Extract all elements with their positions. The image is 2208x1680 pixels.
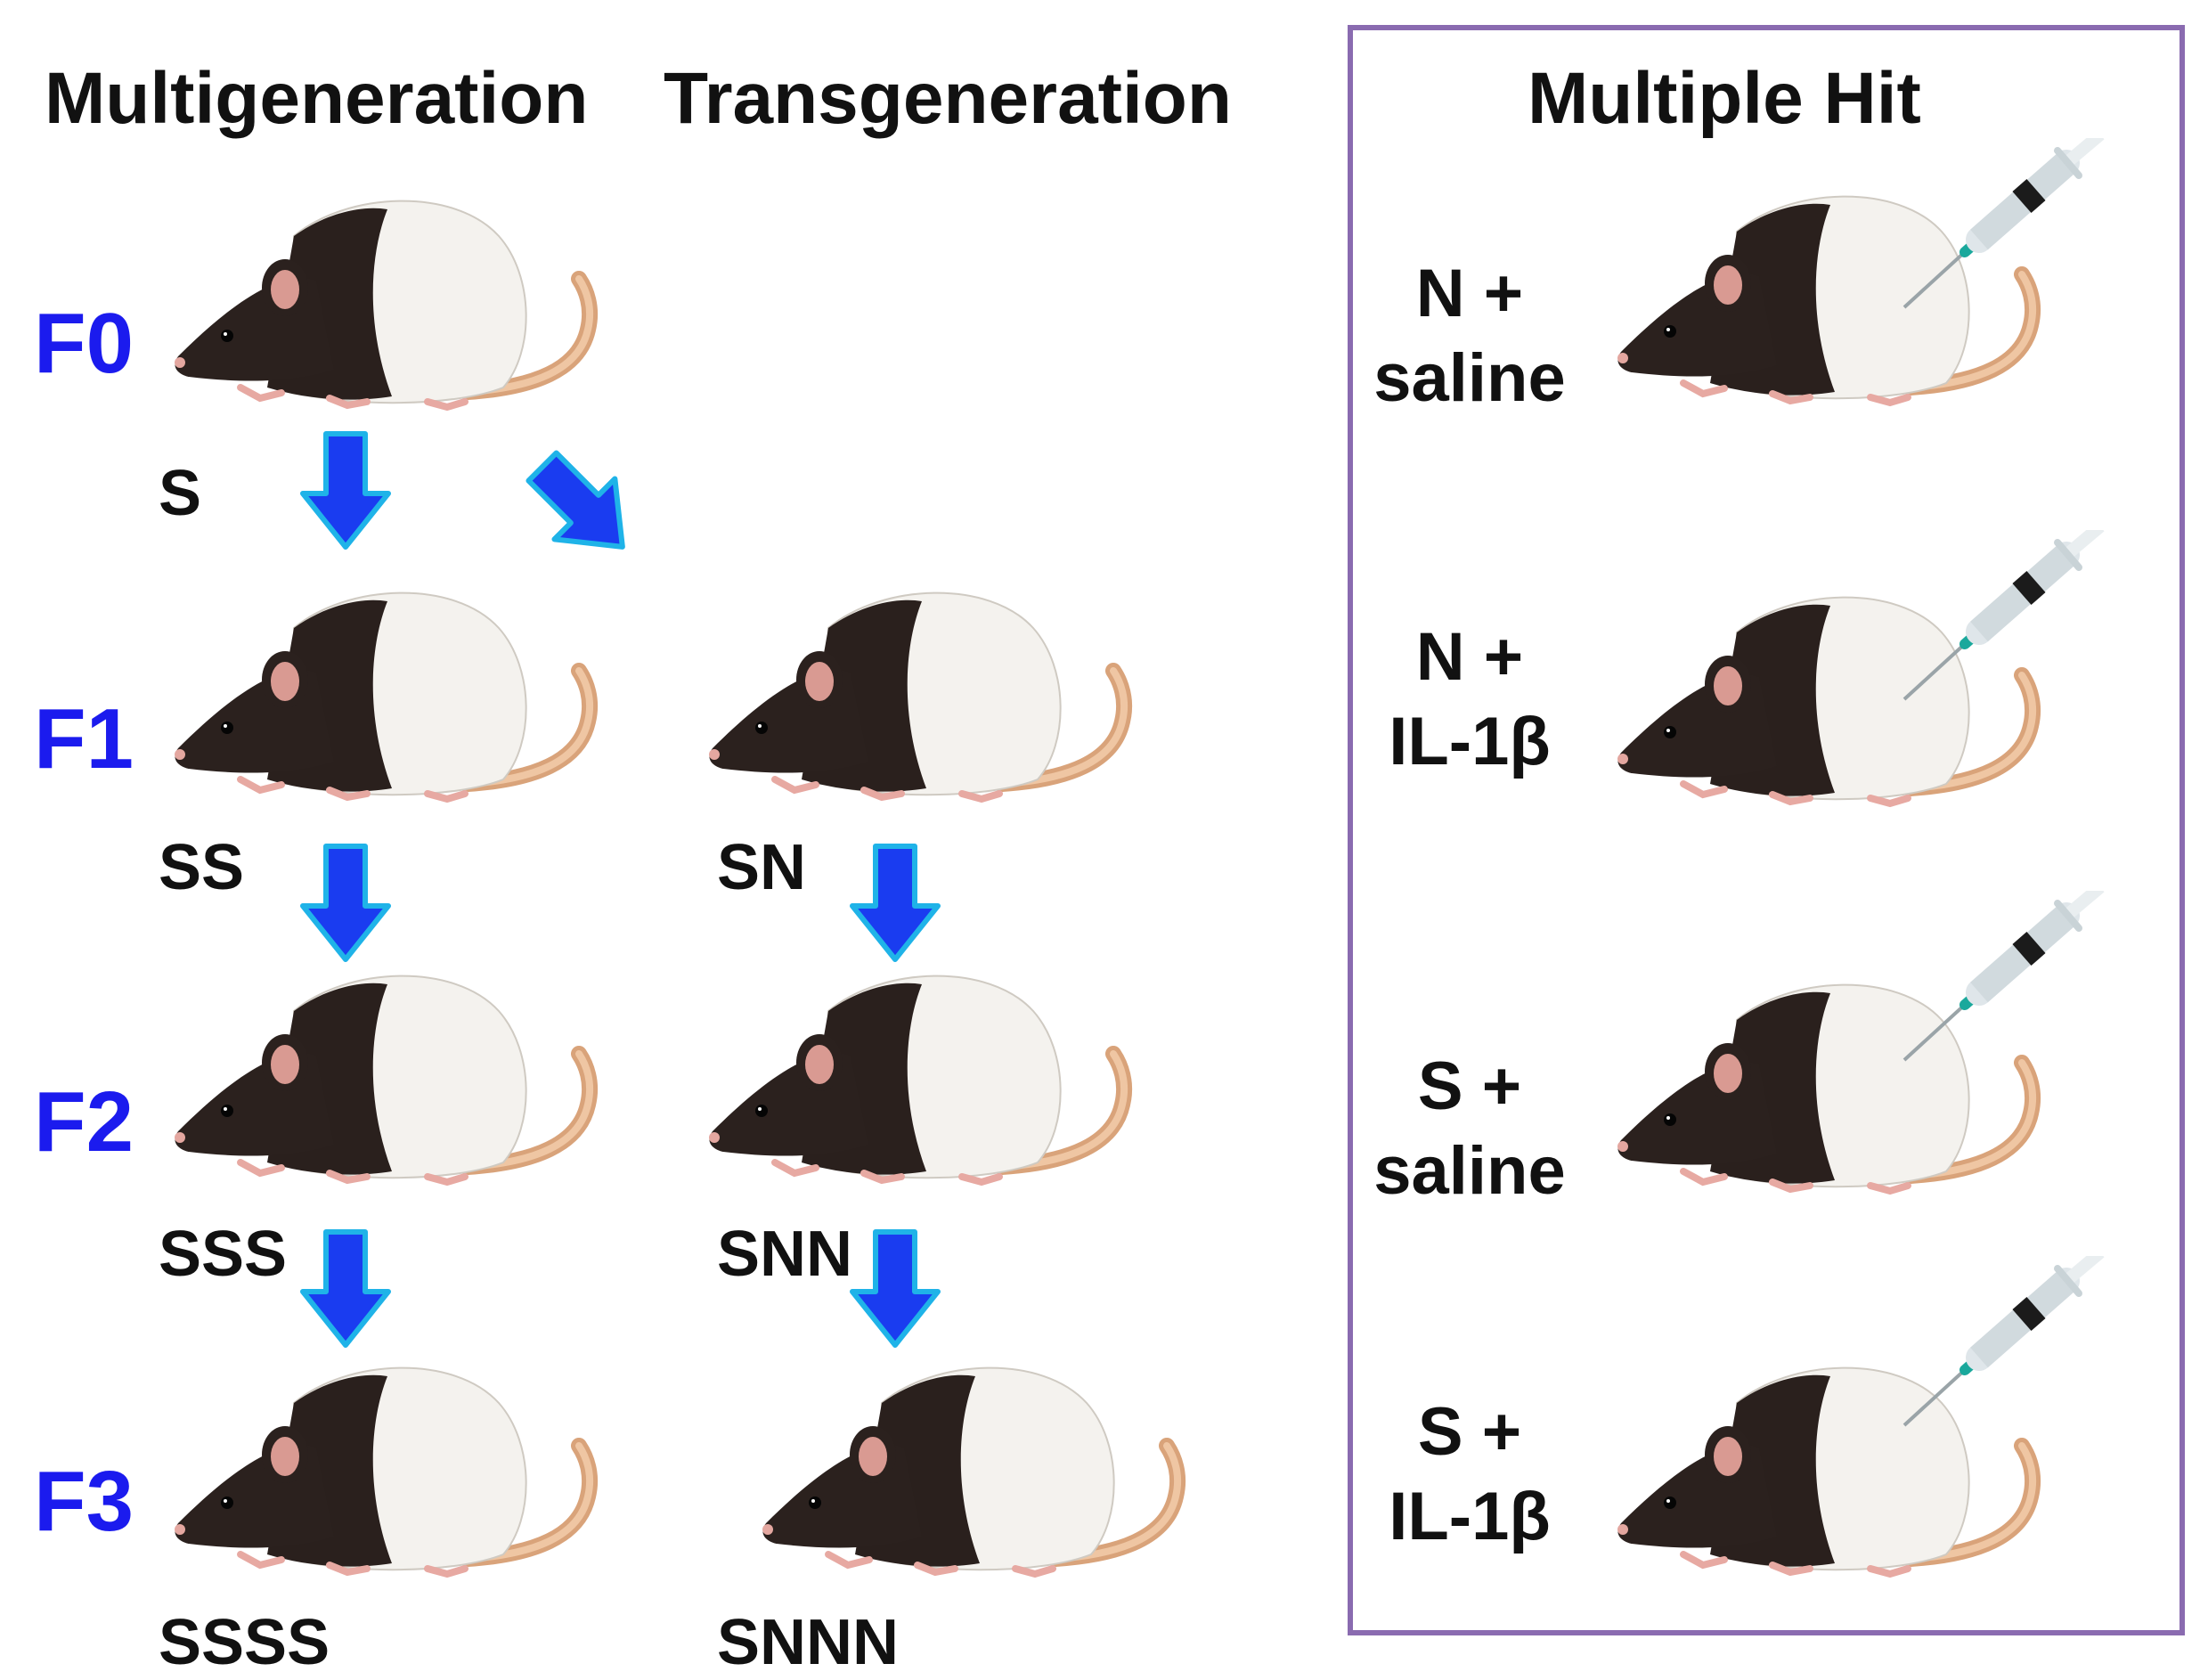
rat-icon (160, 174, 606, 441)
generation-label-f2: F2 (34, 1074, 134, 1170)
arrow-down-icon (297, 842, 395, 966)
code-label-snn: SNN (717, 1219, 853, 1290)
multigeneration-heading: Multigeneration (45, 58, 589, 139)
code-label-sn: SN (717, 832, 807, 903)
arrow-down-icon (297, 1227, 395, 1352)
code-label-ss: SS (159, 832, 245, 903)
generation-label-f0: F0 (34, 296, 134, 391)
multiple-hit-heading: Multiple Hit (1528, 58, 1921, 139)
rat-icon (160, 949, 606, 1216)
arrow-down-icon (297, 429, 395, 554)
multiple-hit-panel (1348, 25, 2185, 1635)
transgeneration-heading: Transgeneration (664, 58, 1232, 139)
syringe-icon (1897, 138, 2129, 316)
rat-icon (695, 566, 1140, 833)
rat-icon (160, 1341, 606, 1608)
arrow-down-icon (846, 1227, 944, 1352)
code-label-ssss: SSSS (159, 1607, 330, 1678)
code-label-snnn: SNNN (717, 1607, 900, 1678)
generation-label-f1: F1 (34, 691, 134, 787)
syringe-icon (1897, 891, 2129, 1069)
arrow-down-icon (846, 842, 944, 966)
treatment-label-n-saline: N + saline (1373, 256, 1566, 416)
code-label-s: S (159, 458, 202, 529)
syringe-icon (1897, 1256, 2129, 1434)
syringe-icon (1897, 530, 2129, 708)
treatment-label-s-il1b: S + IL-1β (1389, 1394, 1551, 1554)
rat-icon (695, 949, 1140, 1216)
rat-icon (160, 566, 606, 833)
rat-icon (748, 1341, 1194, 1608)
generation-label-f3: F3 (34, 1454, 134, 1549)
treatment-label-n-il1b: N + IL-1β (1389, 619, 1551, 779)
arrow-down-icon (505, 429, 663, 587)
code-label-sss: SSS (159, 1219, 288, 1290)
treatment-label-s-saline: S + saline (1373, 1048, 1566, 1209)
